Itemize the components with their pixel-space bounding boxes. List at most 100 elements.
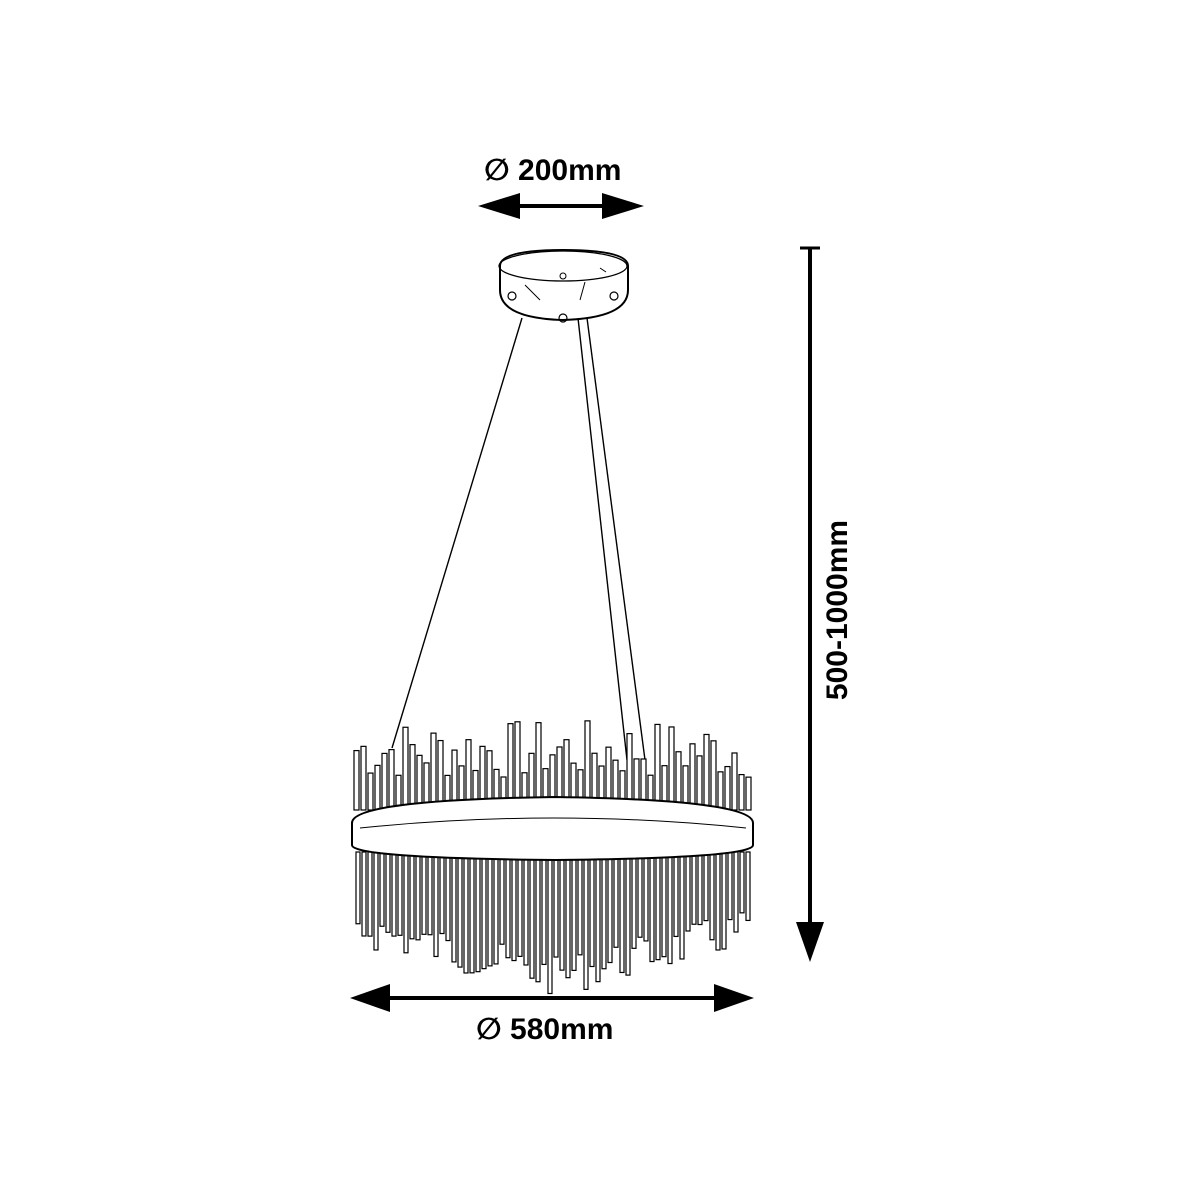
crystal-rod (391, 851, 397, 937)
crystal-rod (643, 851, 649, 942)
crystal-rod (673, 851, 679, 938)
crystal-rod (430, 732, 437, 811)
crystal-rod (654, 723, 661, 811)
fixture-diameter-label: ∅ 580mm (476, 1013, 614, 1046)
crystal-rod (637, 851, 643, 938)
crystal-rod (481, 851, 487, 970)
crystal-rod (517, 851, 523, 957)
crystal-rod (402, 726, 409, 811)
crystal-rod (685, 851, 691, 932)
crystal-rod (619, 851, 625, 974)
crystal-rod (631, 851, 637, 949)
crystal-rod (739, 851, 745, 914)
lower-crystals (355, 851, 751, 995)
crystal-rod (731, 752, 738, 811)
crystal-rod (649, 851, 655, 963)
crystal-rod (655, 851, 661, 961)
crystal-rod (409, 744, 416, 811)
crystal-rod (355, 851, 361, 925)
crystal-rod (427, 851, 433, 936)
crystal-rod (385, 851, 391, 933)
crystal-rod (667, 851, 673, 965)
crystal-rod (547, 851, 553, 995)
crystal-rod (353, 749, 360, 811)
crystal-rod (703, 851, 709, 922)
crystal-rod (727, 851, 733, 921)
crystal-rod (565, 851, 571, 979)
crystal-rod (697, 851, 703, 926)
crystal-rod (475, 851, 481, 973)
metal-ring-band (351, 795, 754, 862)
crystal-rod (451, 851, 457, 963)
crystal-rod (535, 851, 541, 983)
crystal-rod (388, 749, 395, 811)
crystal-rod (373, 851, 379, 951)
crystal-rod (625, 851, 631, 976)
crystal-rod (367, 772, 374, 811)
suspension-cables (391, 317, 646, 761)
crystal-rod (457, 851, 463, 968)
crystal-rod (583, 851, 589, 990)
crystal-rod (361, 851, 367, 937)
crystal-rod (733, 851, 739, 933)
crystal-rod (696, 755, 703, 811)
crystal-rod (487, 851, 493, 967)
crystal-rod (577, 851, 583, 956)
crystal-rod (445, 851, 451, 942)
crystal-rod (601, 851, 607, 970)
crystal-rod (416, 754, 423, 811)
crystal-rod (469, 851, 475, 974)
crystal-rod (367, 851, 373, 937)
crystal-rod (717, 771, 724, 811)
crystal-rod (493, 851, 499, 965)
crystal-rod (745, 776, 752, 811)
crystal-rod (421, 851, 427, 935)
crystal-rod (710, 740, 717, 811)
crystal-rod (381, 752, 388, 811)
crystal-rod (589, 851, 595, 968)
canopy-diameter-label: ∅ 200mm (484, 154, 622, 187)
crystal-rod (559, 851, 565, 971)
crystal-ring-fixture (351, 720, 754, 995)
crystal-rod (374, 764, 381, 811)
ceiling-canopy (498, 248, 629, 323)
crystal-rod (403, 851, 409, 954)
crystal-rod (724, 765, 731, 811)
crystal-rod (529, 851, 535, 979)
crystal-rod (679, 851, 685, 960)
crystal-rod (437, 739, 444, 811)
crystal-rod (721, 851, 727, 950)
crystal-rod (607, 851, 613, 964)
height-dimension-arrow (796, 246, 824, 962)
crystal-rod (379, 851, 385, 927)
crystal-rod (595, 851, 601, 983)
crystal-rod (511, 851, 517, 962)
crystal-rod (571, 851, 577, 971)
crystal-rod (463, 851, 469, 974)
crystal-rod (409, 851, 415, 940)
crystal-rod (691, 851, 697, 925)
canopy-dimension-arrow (478, 193, 644, 219)
crystal-rod (661, 851, 667, 958)
crystal-rod (541, 851, 547, 966)
fixture-dimension-arrow (350, 984, 754, 1012)
crystal-rod (523, 851, 529, 966)
crystal-rod (668, 726, 675, 811)
crystal-rod (709, 851, 715, 941)
crystal-rod (745, 851, 751, 922)
crystal-rod (703, 733, 710, 811)
crystal-rod (505, 851, 511, 959)
crystal-rod (415, 851, 421, 941)
crystal-rod (433, 851, 439, 958)
height-range-label: 500-1000mm (821, 519, 854, 701)
upper-crystals (353, 720, 752, 811)
crystal-rod (738, 773, 745, 811)
crystal-rod (499, 851, 505, 945)
crystal-rod (397, 851, 403, 936)
crystal-rod (553, 851, 559, 958)
crystal-rod (439, 851, 445, 935)
crystal-rod (689, 743, 696, 811)
crystal-rod (360, 745, 367, 811)
